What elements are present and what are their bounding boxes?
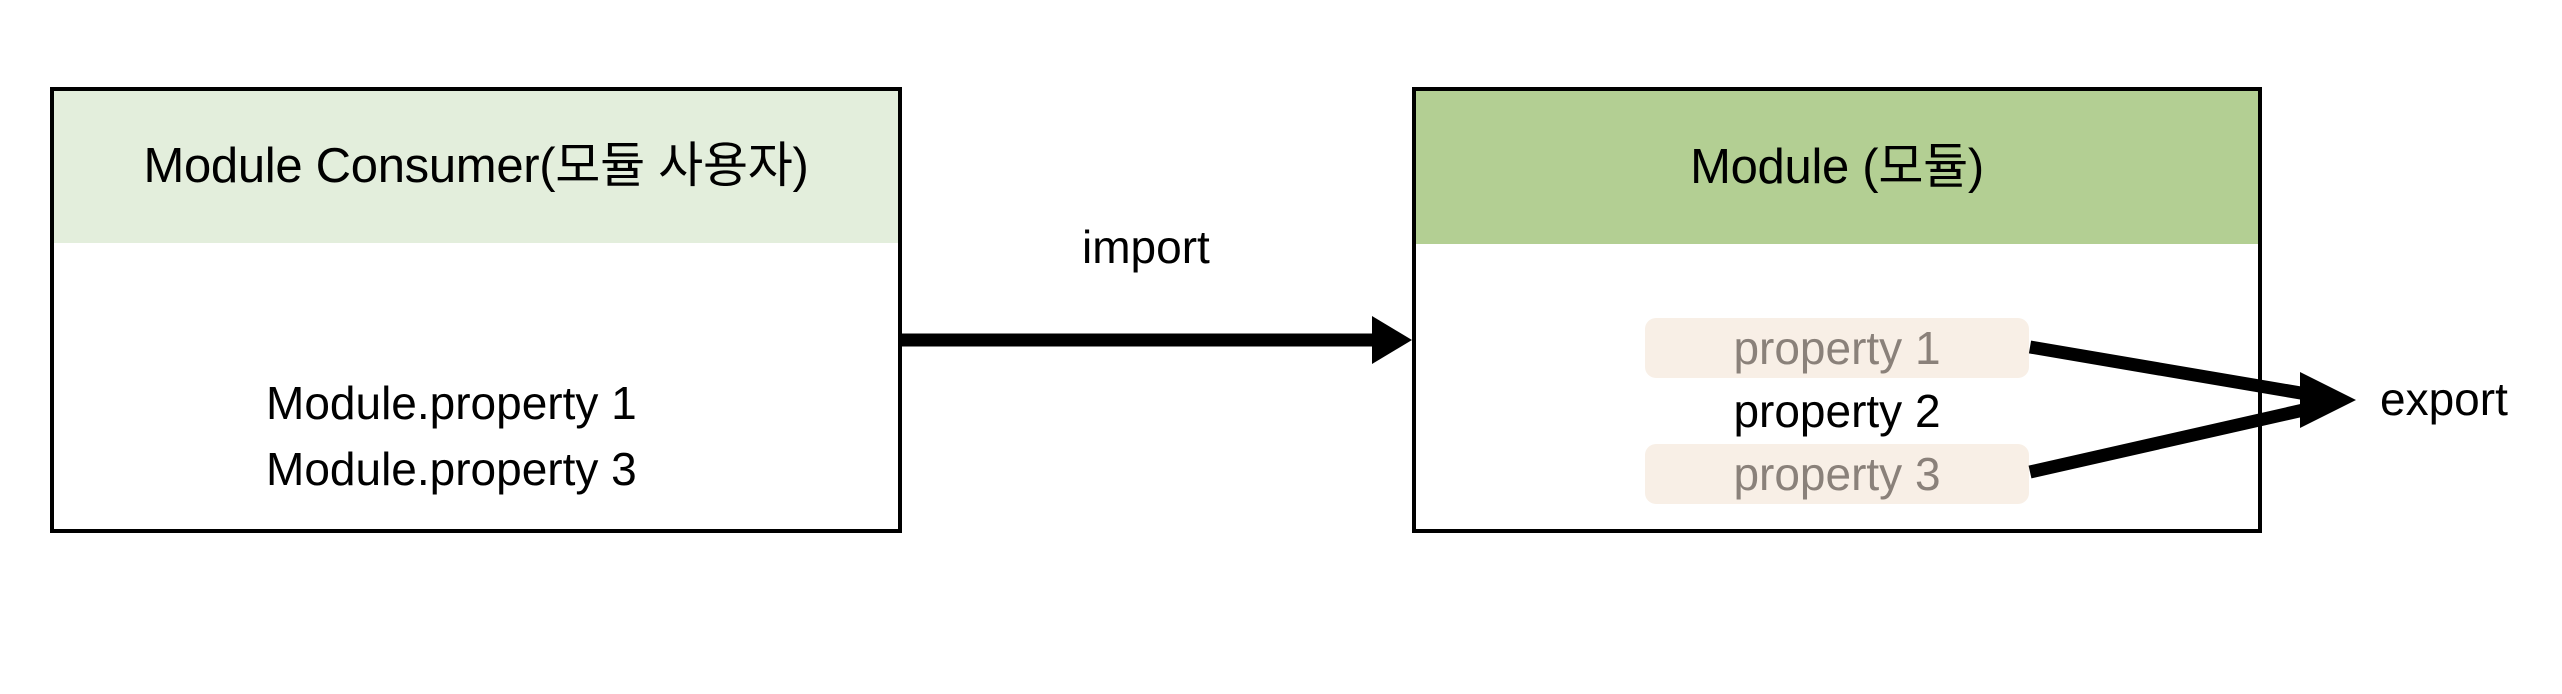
- export-label: export: [2380, 373, 2508, 425]
- import-arrowhead: [1372, 316, 1412, 364]
- module-property-row: property 2: [1733, 385, 1941, 437]
- module-consumer-title: Module Consumer(모듈 사용자): [143, 139, 809, 194]
- consumer-usage-line: Module.property 3: [266, 443, 637, 495]
- import-label: import: [1082, 221, 1210, 273]
- module-box: Module (모듈) property 1 property 2 proper…: [1412, 87, 2262, 533]
- module-consumer-box: Module Consumer(모듈 사용자) Module.property …: [50, 87, 902, 533]
- module-property-row: property 3: [1645, 444, 2029, 504]
- module-consumer-body: Module.property 1 Module.property 3: [54, 243, 898, 502]
- export-arrowhead: [2300, 372, 2356, 428]
- consumer-usage-line: Module.property 1: [266, 377, 637, 429]
- module-header: Module (모듈): [1416, 91, 2258, 244]
- module-title: Module (모듈): [1690, 139, 1984, 194]
- module-property-row: property 1: [1645, 318, 2029, 378]
- module-consumer-header: Module Consumer(모듈 사용자): [54, 91, 898, 243]
- import-arrow: [902, 316, 1412, 364]
- module-body: property 1 property 2 property 3: [1416, 244, 2258, 533]
